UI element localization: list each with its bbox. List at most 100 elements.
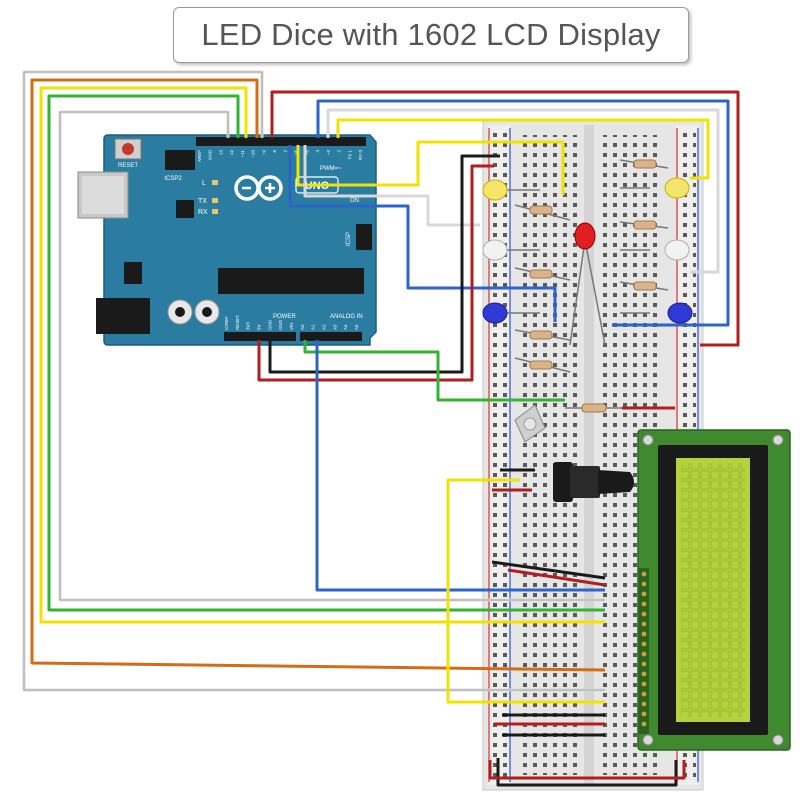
wire-yellow-outer	[39, 86, 605, 624]
pin-label: ~9	[261, 150, 266, 156]
pin-label: 5V	[257, 324, 262, 330]
wire-white-outer-edge	[23, 71, 605, 691]
pin-label: A0	[300, 324, 305, 330]
pwm-label: PWM=~	[320, 166, 342, 172]
wire-black-bottom	[496, 758, 678, 787]
resistor-2	[529, 269, 553, 279]
pin-label: 4	[315, 150, 320, 153]
top-pin-labels: AREF GND 13 12 ~11 ~10 ~9 8 7 ~6 ~5 4 ~3 2 TX 1 RX 0	[197, 149, 363, 162]
wire-green-a0	[303, 340, 565, 402]
wire-black-gnd	[268, 154, 500, 374]
wire-green	[47, 94, 605, 612]
pin-label: A1	[311, 324, 316, 330]
wire-blue-a1	[315, 340, 605, 592]
lcd-pin	[641, 641, 647, 647]
pin-label: VIN	[289, 322, 294, 330]
resistor-6	[633, 220, 657, 230]
potentiometer	[553, 462, 634, 502]
lcd-pin	[641, 711, 647, 717]
wire-white-led	[303, 145, 480, 227]
pin-label: A2	[322, 324, 327, 330]
resistor-3	[529, 330, 553, 340]
pin-label: 12	[229, 150, 234, 156]
wire-yellow-top	[336, 118, 710, 180]
on-label: ON	[350, 198, 359, 204]
lcd-pin	[641, 621, 647, 627]
pin-label: A3	[332, 324, 337, 330]
title-box: LED Dice with 1602 LCD Display	[173, 7, 689, 63]
led-blue-right	[667, 302, 693, 324]
resistors	[514, 159, 669, 413]
led-yellow-right	[664, 177, 690, 199]
pin-label: IOREF	[224, 316, 229, 330]
led-components	[482, 177, 693, 346]
resistor-5	[633, 159, 657, 169]
wire-white-inner-edge	[59, 111, 605, 601]
reset-label: RESET	[118, 163, 138, 169]
icsp2-label: ICSP2	[164, 176, 182, 182]
pin-label: A5	[354, 324, 359, 330]
pin-label: RX 0	[358, 150, 363, 161]
lcd-pin	[641, 631, 647, 637]
led-yellow-left	[482, 179, 508, 201]
pin-label: A4	[343, 324, 348, 330]
pin-label: 2	[337, 150, 342, 153]
lcd-pin	[641, 681, 647, 687]
wire-red-5v	[257, 164, 494, 382]
lcd-pin	[641, 661, 647, 667]
led-label-rx: RX	[198, 209, 208, 216]
resistor-7	[633, 281, 657, 291]
pin-label: GND	[208, 149, 213, 160]
lcd-pin	[641, 601, 647, 607]
lcd-pin	[641, 701, 647, 707]
lcd-pin	[641, 611, 647, 617]
wire-orange	[30, 78, 606, 672]
wire-red-top	[270, 90, 740, 347]
led-blue-left	[482, 302, 508, 324]
lcd-pin	[641, 591, 647, 597]
led-white-left	[482, 239, 508, 261]
pin-label: AREF	[197, 150, 202, 162]
led-label-tx: TX	[198, 198, 207, 205]
pin-label: ~3	[326, 150, 331, 156]
pin-label: ~11	[240, 150, 245, 158]
pin-label: 13	[218, 150, 223, 156]
pin-label: 7	[283, 150, 288, 153]
lcd-pin	[641, 581, 647, 587]
analog-in-label: ANALOG IN	[330, 314, 363, 320]
arduino-uno-board: RESET ICSP2 L TX RX UNO ON PWM=~ ICSP	[77, 134, 377, 346]
lcd-pin	[641, 691, 647, 697]
arduino-logo-icon	[234, 175, 283, 201]
lcd-pin	[641, 721, 647, 727]
pin-label: TX 1	[347, 150, 352, 160]
pin-label: ~5	[304, 150, 309, 156]
wire-blue-led	[288, 145, 557, 322]
wire-yellow-pot	[446, 478, 605, 704]
led-white-right	[664, 239, 690, 261]
wire-blue-top	[316, 99, 730, 327]
lcd-header-pins	[641, 571, 647, 727]
page-title: LED Dice with 1602 LCD Display	[201, 17, 661, 52]
led-red-center	[574, 222, 596, 250]
wire-red-diag	[507, 568, 606, 587]
pin-label: ~10	[251, 150, 256, 158]
resistor-4	[529, 360, 553, 370]
wire-white-top	[326, 108, 720, 274]
lcd-1602-display	[637, 429, 791, 751]
pin-label: 8	[272, 150, 277, 153]
lcd-pin	[641, 571, 647, 577]
pin-label: GND	[267, 319, 272, 330]
resistor-1	[529, 205, 553, 215]
icsp-label: ICSP	[346, 232, 352, 246]
wire-yellow-led	[296, 140, 565, 195]
pin-label: RESET	[235, 315, 240, 330]
power-label: POWER	[273, 314, 296, 320]
resistor-8	[581, 403, 607, 413]
pin-label: ~6	[294, 150, 299, 156]
lcd-pin	[641, 671, 647, 677]
pin-label: 3V3	[246, 321, 251, 330]
lcd-pin	[641, 651, 647, 657]
wire-black-diag	[491, 560, 606, 580]
